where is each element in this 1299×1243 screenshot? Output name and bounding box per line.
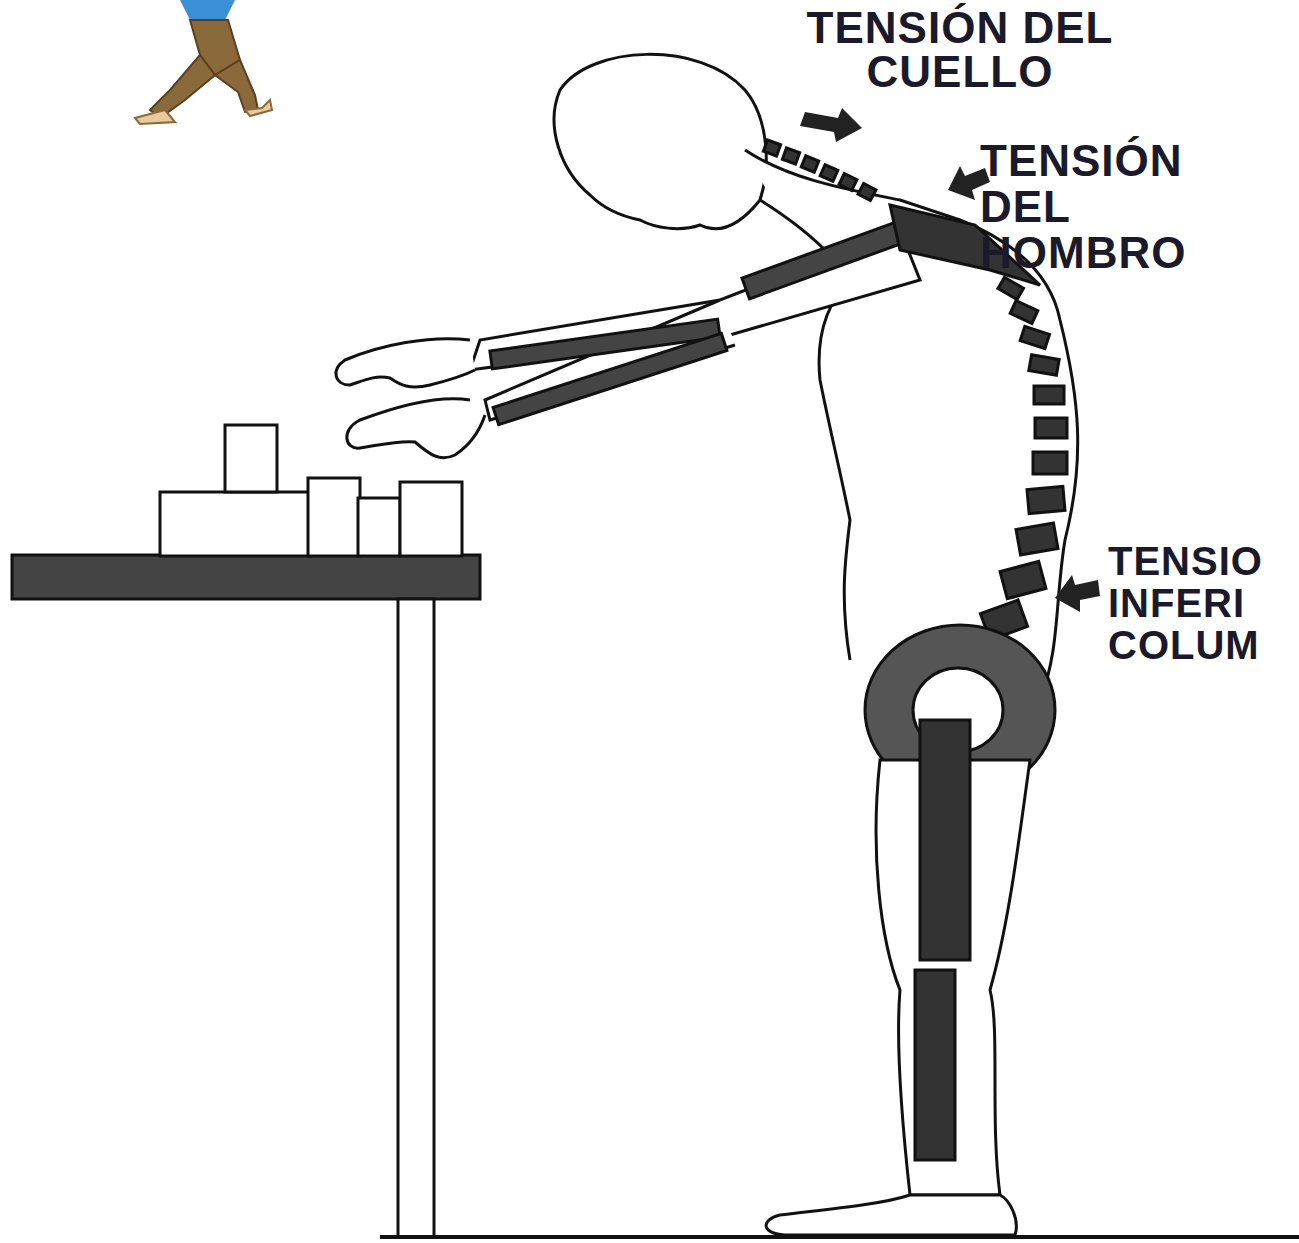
work-table — [12, 425, 480, 1237]
tension-label: TENSIO INFERI COLUM — [1108, 540, 1293, 666]
human-figure — [336, 54, 1078, 1235]
cartoon-figure — [135, 0, 272, 124]
tension-label: TENSIÓN DEL CUELLO — [745, 6, 1175, 94]
tension-label: TENSIÓN DEL HOMBRO — [980, 138, 1210, 276]
